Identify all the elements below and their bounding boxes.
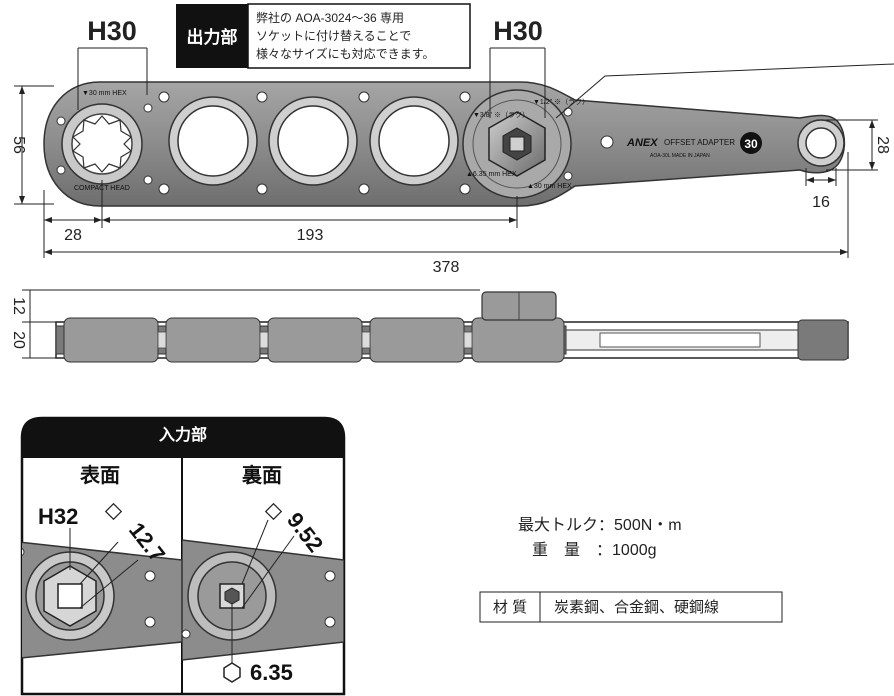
square-icon bbox=[104, 502, 123, 521]
back-face-drawing bbox=[182, 539, 344, 661]
back-hex-size: 6.35 bbox=[250, 660, 293, 685]
input-section-title: 入力部 bbox=[159, 425, 207, 444]
marking-left-top: ▼30 mm HEX bbox=[82, 90, 127, 97]
hex-label-brackets bbox=[77, 47, 546, 118]
back-label: 裏面 bbox=[241, 463, 282, 487]
input-section bbox=[20, 416, 346, 696]
weight-spec: 重 量 ：1000g bbox=[532, 536, 657, 560]
weight-label: 重 量 ： bbox=[532, 542, 613, 559]
material-label: 材 質 bbox=[493, 598, 527, 616]
square-icon bbox=[264, 502, 283, 521]
marking-right-bottom-left: ▲6.35 mm HEX bbox=[466, 171, 517, 178]
dim-12: 12 bbox=[10, 297, 27, 315]
callout-leader bbox=[555, 63, 894, 119]
material-value: 炭素鋼、合金鋼、硬鋼線 bbox=[554, 599, 719, 616]
dim-28-right: 28 bbox=[874, 136, 891, 154]
size-badge bbox=[740, 132, 762, 154]
rivets bbox=[56, 91, 614, 195]
dimension-lines bbox=[14, 85, 878, 258]
middle-holes bbox=[168, 96, 459, 186]
dim-378: 378 bbox=[433, 259, 460, 276]
dim-56: 56 bbox=[10, 136, 27, 154]
wrench-top-view: 30 ▼30 mm HEX COMPACT HEAD ▼3/8" ※（ラク） ▼… bbox=[43, 81, 846, 207]
dim-28-left: 28 bbox=[64, 227, 82, 244]
dim-193: 193 bbox=[297, 227, 324, 244]
torque-label: 最大トルク： bbox=[518, 517, 615, 534]
output-callout-line-1: 弊社の AOA-3024〜36 専用 bbox=[256, 10, 404, 25]
material-table bbox=[479, 591, 783, 623]
weight-value: 1000g bbox=[612, 542, 657, 559]
output-callout-line-2: ソケットに付け替えることで bbox=[256, 29, 411, 43]
torque-spec: 最大トルク：500N・m bbox=[518, 511, 682, 535]
hex-icon bbox=[223, 662, 241, 683]
dim-20: 20 bbox=[10, 331, 27, 349]
output-callout-tag bbox=[176, 4, 248, 68]
torque-value: 500N・m bbox=[614, 517, 682, 534]
front-hex-label: H32 bbox=[38, 504, 78, 529]
left-socket-12point bbox=[72, 115, 132, 173]
output-callout-box bbox=[247, 3, 471, 69]
output-callout-line-3: 様々なサイズにも対応できます。 bbox=[256, 46, 434, 61]
left-hex-label: H30 bbox=[87, 16, 137, 46]
wrench-side-view bbox=[55, 291, 849, 363]
brand-logo: ANEX bbox=[626, 137, 658, 149]
small-socket-bore bbox=[805, 127, 837, 159]
size-badge-text: 30 bbox=[744, 137, 758, 151]
marking-right-top-left: ▼3/8" ※（ラク） bbox=[473, 111, 529, 119]
front-face-drawing bbox=[22, 541, 182, 659]
output-callout-title: 出力部 bbox=[187, 27, 238, 47]
dim-16: 16 bbox=[812, 194, 830, 211]
front-label: 表面 bbox=[80, 463, 120, 487]
marking-right-top-right: ▼1/2" ※（ラク） bbox=[533, 98, 589, 106]
marking-right-bottom-right: ▲30 mm HEX bbox=[527, 183, 572, 190]
right-hex-label: H30 bbox=[493, 16, 543, 46]
dimension-arrows bbox=[19, 86, 875, 255]
product-name: OFFSET ADAPTER bbox=[664, 138, 735, 147]
hex-6-35-socket bbox=[509, 136, 525, 152]
model-text: AOA-30L MADE IN JAPAN bbox=[650, 153, 710, 159]
